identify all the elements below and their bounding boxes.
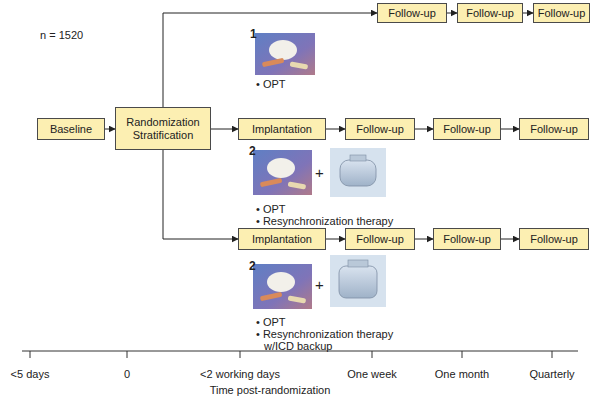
time-tick-label: <2 working days (200, 368, 280, 380)
icd-device-photo (330, 255, 386, 307)
flow-arrow (326, 239, 345, 240)
flow-arrow (326, 129, 345, 130)
box-label: Follow-up (463, 7, 517, 20)
box-label: Follow-up (353, 123, 407, 136)
flow-arrow (415, 239, 433, 240)
therapy-bullet: • OPT (256, 203, 286, 215)
flow-arrow (105, 129, 115, 130)
flow-arrow (415, 129, 433, 130)
flow-arrow (501, 239, 519, 240)
time-tick-label: <5 days (11, 368, 50, 380)
process-box: Follow-up (519, 118, 589, 140)
process-box: Follow-up (433, 228, 501, 250)
flow-arrow (447, 13, 457, 14)
sample-size: n = 1520 (40, 29, 83, 41)
medication-photo (253, 150, 312, 195)
time-tick-label: 0 (124, 368, 130, 380)
flow-arrow (163, 150, 238, 239)
process-box: Baseline (37, 118, 105, 140)
flow-arrow (163, 13, 377, 107)
axis-title: Time post-randomization (210, 384, 331, 396)
time-tick-label: Quarterly (529, 368, 574, 380)
time-tick-label: One month (435, 368, 489, 380)
box-label: Follow-up (440, 233, 494, 246)
box-label: Follow-up (353, 233, 407, 246)
time-tick-label: One week (347, 368, 397, 380)
crt-device-photo (330, 148, 386, 197)
process-box: Follow-up (377, 3, 447, 23)
box-label: Randomization Stratification (116, 116, 210, 142)
plus-sign: + (315, 276, 324, 293)
process-box: Implantation (238, 228, 326, 250)
flow-arrow (211, 129, 238, 130)
arm-number: 2 (249, 259, 256, 273)
process-box: Follow-up (433, 118, 501, 140)
therapy-bullet: • Resynchronization therapy (256, 215, 393, 227)
box-label: Follow-up (385, 7, 439, 20)
process-box: Implantation (238, 118, 326, 140)
randomization-box: Randomization Stratification (115, 107, 211, 150)
therapy-bullet: • Resynchronization therapy w/ICD backup (256, 328, 414, 352)
therapy-bullet: • OPT (256, 78, 286, 90)
process-box: Follow-up (533, 3, 590, 23)
box-label: Implantation (249, 233, 315, 246)
box-label: Follow-up (535, 7, 589, 20)
arm-number: 1 (250, 27, 257, 41)
process-box: Follow-up (519, 228, 589, 250)
medication-photo (255, 33, 315, 75)
process-box: Follow-up (345, 228, 415, 250)
timeline-axis (22, 351, 578, 358)
plus-sign: + (315, 164, 324, 181)
box-label: Implantation (249, 123, 315, 136)
medication-photo (253, 264, 312, 309)
arm-number: 2 (249, 144, 256, 158)
box-label: Follow-up (527, 233, 581, 246)
box-label: Follow-up (440, 123, 494, 136)
process-box: Follow-up (345, 118, 415, 140)
flow-arrow (523, 13, 533, 14)
therapy-bullet: • OPT (256, 316, 286, 328)
box-label: Baseline (47, 123, 95, 136)
process-box: Follow-up (457, 3, 523, 23)
box-label: Follow-up (527, 123, 581, 136)
flow-arrow (501, 129, 519, 130)
